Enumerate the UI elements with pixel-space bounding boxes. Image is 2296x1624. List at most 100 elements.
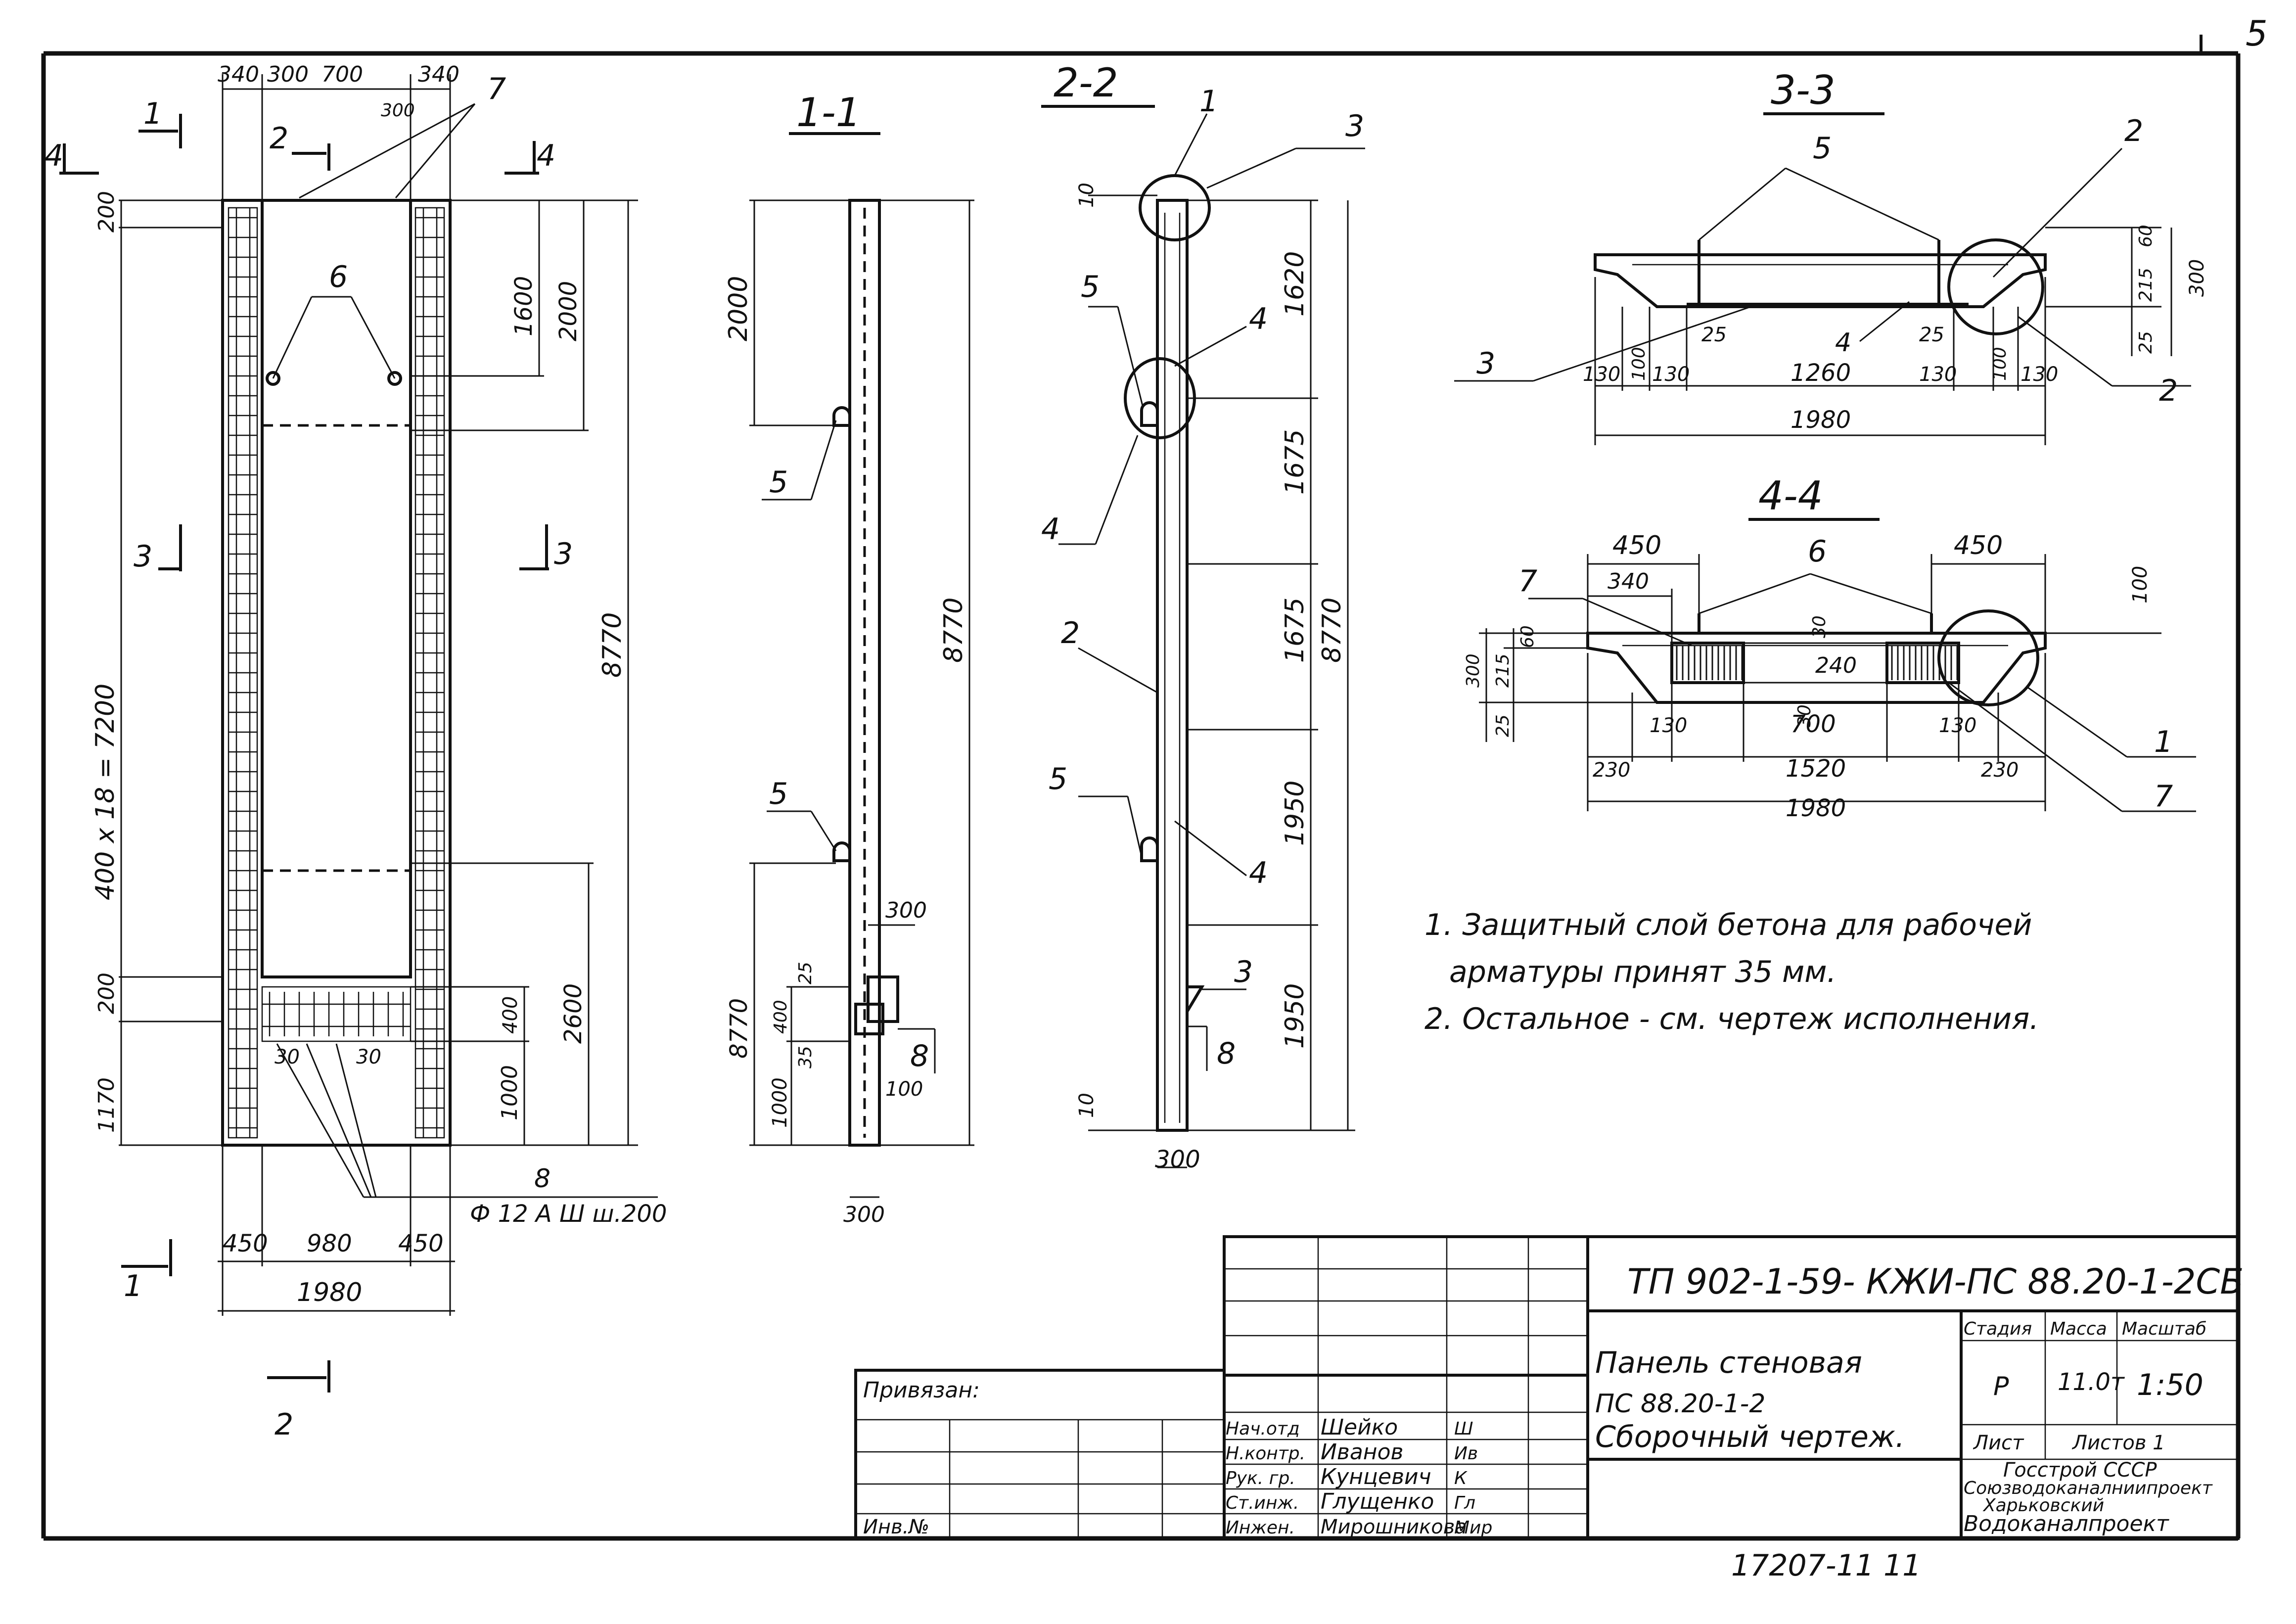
staff-row: Инжен. Мирошникова Мир (1226, 1516, 1492, 1538)
svg-text:130: 130 (2020, 363, 2058, 386)
staff-row: Нач.отд Шейко Ш (1226, 1415, 1473, 1440)
svg-text:5: 5 (769, 465, 788, 500)
staff-row: Н.контр. Иванов Ив (1226, 1439, 1478, 1465)
note-2: 2. Остальное - см. чертеж исполнения. (1424, 1002, 2039, 1036)
svg-text:2: 2 (2124, 114, 2143, 148)
svg-text:8770: 8770 (1317, 598, 1347, 663)
svg-text:130: 130 (1583, 363, 1620, 386)
svg-text:Масштаб: Масштаб (2122, 1319, 2206, 1339)
svg-text:1: 1 (1199, 84, 1218, 119)
svg-text:1950: 1950 (1280, 983, 1310, 1049)
svg-text:1675: 1675 (1280, 429, 1310, 495)
svg-text:3: 3 (134, 539, 152, 574)
section-4-4: 4-4 450 340 450 300 215 60 25 30 (1463, 473, 2196, 822)
svg-text:Нач.отд: Нач.отд (1226, 1419, 1300, 1439)
svg-text:450: 450 (1954, 531, 2003, 560)
svg-text:2600: 2600 (559, 983, 587, 1044)
svg-text:400: 400 (499, 996, 522, 1034)
section-2-2-title: 2-2 (1054, 60, 1118, 106)
svg-text:1000: 1000 (497, 1065, 522, 1120)
svg-text:5: 5 (769, 777, 788, 811)
svg-text:Мирошникова: Мирошникова (1321, 1516, 1467, 1538)
svg-text:4: 4 (1835, 328, 1851, 358)
inv-label: Инв.№ (863, 1516, 929, 1538)
svg-text:8: 8 (1217, 1036, 1236, 1071)
svg-text:Ст.инж.: Ст.инж. (1226, 1493, 1299, 1513)
svg-text:7: 7 (2154, 779, 2173, 814)
footer-code: 17207-11 11 (1731, 1548, 1921, 1583)
scale-value: 1:50 (2137, 1368, 2204, 1402)
svg-text:200: 200 (94, 191, 119, 232)
svg-text:230: 230 (1981, 759, 2019, 782)
svg-text:300: 300 (843, 1202, 885, 1227)
svg-text:5: 5 (1049, 762, 1067, 796)
svg-text:Шейко: Шейко (1321, 1415, 1398, 1440)
svg-text:30: 30 (356, 1046, 381, 1068)
svg-text:100: 100 (2129, 566, 2152, 603)
svg-text:2000: 2000 (554, 281, 582, 341)
svg-text:2: 2 (2159, 373, 2178, 408)
svg-text:Лист: Лист (1973, 1432, 2024, 1454)
svg-text:1620: 1620 (1280, 251, 1310, 317)
svg-text:300: 300 (267, 62, 309, 87)
svg-text:215: 215 (1493, 653, 1513, 688)
svg-text:1000: 1000 (769, 1077, 791, 1128)
svg-text:3: 3 (1476, 346, 1495, 381)
plan-view: 340 300 700 340 300 200 400 x 18 = 7200 … (45, 62, 667, 1442)
svg-text:8770: 8770 (597, 612, 627, 678)
svg-text:25: 25 (1701, 324, 1727, 346)
svg-text:450: 450 (223, 1230, 268, 1257)
title-line-2: ПС 88.20-1-2 (1595, 1389, 1766, 1419)
svg-text:130: 130 (1650, 714, 1687, 737)
sheet-number: 5 (2246, 13, 2268, 54)
svg-text:450: 450 (1612, 531, 1661, 560)
plan-rebar-right (415, 208, 444, 1138)
svg-text:Масса: Масса (2050, 1319, 2107, 1339)
svg-text:450: 450 (398, 1230, 444, 1257)
svg-text:25: 25 (1919, 324, 1944, 346)
note-1-cont: арматуры принят 35 мм. (1449, 955, 1837, 989)
svg-text:100: 100 (885, 1078, 923, 1101)
mass-value: 11.0т (2058, 1368, 2125, 1396)
svg-text:30: 30 (275, 1046, 300, 1068)
svg-text:60: 60 (1517, 625, 1538, 648)
svg-text:1170: 1170 (94, 1077, 119, 1133)
svg-text:700: 700 (321, 62, 363, 87)
svg-text:4: 4 (537, 139, 555, 173)
svg-text:300: 300 (885, 898, 927, 923)
svg-text:1520: 1520 (1786, 755, 1846, 783)
svg-text:5: 5 (1081, 270, 1100, 304)
staff-row: Ст.инж. Глущенко Гл (1226, 1489, 1475, 1514)
svg-text:340: 340 (418, 62, 459, 87)
svg-text:2: 2 (270, 121, 288, 156)
svg-text:230: 230 (1593, 759, 1630, 782)
svg-text:700: 700 (1791, 710, 1836, 738)
svg-text:300: 300 (381, 100, 415, 121)
svg-text:3: 3 (1234, 955, 1253, 989)
svg-text:215: 215 (2136, 268, 2156, 302)
svg-text:1980: 1980 (1791, 406, 1851, 434)
svg-text:35: 35 (795, 1046, 816, 1068)
svg-text:6: 6 (329, 260, 348, 294)
svg-text:1980: 1980 (297, 1278, 362, 1307)
svg-text:25: 25 (1493, 714, 1513, 737)
svg-text:400 x 18 = 7200: 400 x 18 = 7200 (91, 684, 120, 900)
svg-text:30: 30 (1809, 615, 1830, 638)
title-line-3: Сборочный чертеж. (1595, 1420, 1905, 1454)
title-block: Привязан: Инв.№ ТП 902-1-59- КЖИ-ПС 88.2… (854, 1235, 2244, 1540)
section-4-4-hatch (1676, 646, 1958, 680)
svg-text:340: 340 (218, 62, 259, 87)
svg-text:7: 7 (487, 72, 506, 106)
staff-row: Рук. гр. Кунцевич К (1226, 1464, 1468, 1489)
title-line-1: Панель стеновая (1595, 1346, 1862, 1380)
general-notes: 1. Защитный слой бетона для рабочей арма… (1424, 908, 2039, 1036)
svg-text:4: 4 (1249, 856, 1268, 890)
svg-text:3: 3 (1345, 109, 1364, 143)
section-1-1: 1-1 2000 8770 400 25 1000 35 8770 300 10… (724, 90, 974, 1227)
svg-text:100: 100 (1990, 347, 2010, 381)
stage-value: Р (1993, 1372, 2009, 1401)
svg-text:1: 1 (124, 1269, 142, 1303)
svg-text:25: 25 (795, 962, 816, 984)
svg-text:Ш: Ш (1454, 1419, 1473, 1439)
section-3-3-title: 3-3 (1771, 67, 1836, 113)
